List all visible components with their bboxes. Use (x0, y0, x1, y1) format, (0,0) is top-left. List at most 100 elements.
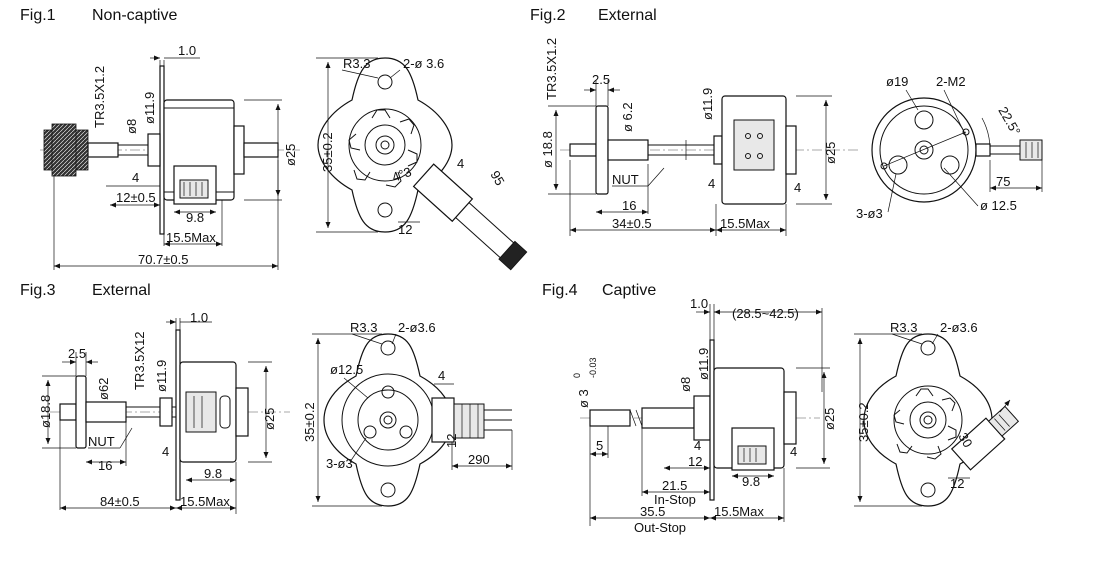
fig1-dim-4b: 4 (457, 156, 464, 171)
fig2-dim-4a: 4 (708, 176, 715, 191)
fig2-dim-nut: NUT (612, 172, 639, 187)
fig1-side-view: 1.0 TR3.5X1.2 ø8 ø11.9 ø25 4 12±0.5 9.8 … (40, 43, 300, 270)
fig4-dim-355: 35.5 (640, 504, 665, 519)
fig4-dim-outstop: Out-Stop (634, 520, 686, 535)
fig1-dim-35: 35±0.2 (320, 132, 335, 172)
fig2-dim-d62: ø 6.2 (620, 102, 635, 132)
fig1-dim-12b: 12 (398, 222, 412, 237)
fig2-dim-holes: 3-ø3 (856, 206, 883, 221)
fig2-dim-m2: 2-M2 (936, 74, 966, 89)
fig4-dim-d3: ø 3 (576, 389, 591, 408)
fig3-dim-25: 2.5 (68, 346, 86, 361)
fig2: Fig.2 External 2.5 TR3.5X1.2 ø 6 (530, 7, 1043, 236)
fig2-dim-d25: ø25 (823, 142, 838, 164)
fig3-dim-84: 84±0.5 (100, 494, 140, 509)
fig3-dim-16: 16 (98, 458, 112, 473)
fig3-dim-d125: ø12.5 (330, 362, 363, 377)
fig3-dim-290: 290 (468, 452, 490, 467)
fig3-dim-d62: ø62 (96, 378, 111, 400)
fig2-dim-16: 16 (622, 198, 636, 213)
fig2-dim-75: 75 (996, 174, 1010, 189)
fig2-label: Fig.2 (530, 7, 566, 24)
fig2-side-view: 2.5 TR3.5X1.2 ø 6.2 ø 18.8 ø11.9 ø25 NUT… (540, 38, 860, 236)
fig4-dim-d119: ø11.9 (696, 348, 711, 380)
fig3-dim-holes3: 3-ø3 (326, 456, 353, 471)
fig3-dim-12: 12 (444, 434, 459, 448)
fig1-dim-d8: ø8 (124, 119, 139, 134)
fig1-dim-707: 70.7±0.5 (138, 252, 189, 267)
fig4-dim-d8: ø8 (678, 377, 693, 392)
fig1-dim-flange: 1.0 (178, 43, 196, 58)
fig4-dim-5: 5 (596, 438, 603, 453)
fig1-label: Fig.1 (20, 7, 56, 24)
fig4-dim-12b: 12 (950, 476, 964, 491)
fig3-dim-flange: 1.0 (190, 310, 208, 325)
fig2-dim-155: 15.5Max (720, 216, 770, 231)
fig4-title: Captive (602, 282, 656, 299)
fig1-dim-d11: ø11.9 (142, 92, 157, 124)
fig3-dim-r33: R3.3 (350, 320, 377, 335)
fig3-dim-d119: ø11.9 (154, 360, 169, 392)
fig4-dim-12: 12 (688, 454, 702, 469)
fig4-tol-lower: -0.03 (588, 357, 598, 378)
fig3-dim-d188: ø18.8 (38, 395, 53, 428)
fig2-front-view: ø19 2-M2 22.5° 75 ø 12.5 3-ø3 (856, 74, 1043, 221)
fig1-dim-98: 9.8 (186, 210, 204, 225)
fig4-dim-d25: ø25 (822, 408, 837, 430)
fig4-dim-30: 30 (955, 430, 975, 450)
fig4-dim-155: 15.5Max (714, 504, 764, 519)
fig2-dim-d119: ø11.9 (700, 88, 715, 120)
fig3-dim-155: 15.5Max (180, 494, 230, 509)
fig3-dim-d25: ø25 (262, 408, 277, 430)
fig3-side-view: 1.0 TR3.5X12 2.5 ø62 ø11.9 ø18.8 NUT 16 … (38, 310, 290, 514)
fig2-dim-d19: ø19 (886, 74, 908, 89)
fig3-label: Fig.3 (20, 282, 56, 299)
fig2-dim-d125: ø 12.5 (980, 198, 1017, 213)
fig1-dim-155: 15.5Max (166, 230, 216, 245)
fig4-dim-instop: In-Stop (654, 492, 696, 507)
fig2-dim-d188: ø 18.8 (540, 131, 555, 168)
fig4-dim-4a: 4 (694, 438, 701, 453)
fig1: Fig.1 Non-captive (20, 7, 528, 271)
fig2-dim-thread: TR3.5X1.2 (544, 38, 559, 100)
fig3-dim-4b: 4 (438, 368, 445, 383)
fig2-dim-4b: 4 (794, 180, 801, 195)
fig4-dim-35: 35±0.2 (856, 402, 871, 442)
fig4-dim-r33: R3.3 (890, 320, 917, 335)
fig4-side-view: 1.0 (28.5~42.5) ø 3 0 -0.03 ø8 ø11.9 ø25… (572, 296, 837, 535)
fig4-dim-98: 9.8 (742, 474, 760, 489)
fig4-front-view: R3.3 2-ø3.6 35±0.2 30 12 (854, 320, 1020, 507)
fig4-dim-stroke: (28.5~42.5) (732, 306, 799, 321)
fig3-dim-holes2: 2-ø3.6 (398, 320, 436, 335)
fig2-dim-angle: 22.5° (995, 104, 1023, 138)
fig2-title: External (598, 7, 657, 24)
fig4-tol-upper: 0 (572, 373, 582, 378)
fig3-dim-4: 4 (162, 444, 169, 459)
fig1-dim-4: 4 (132, 170, 139, 185)
fig4-dim-holes: 2-ø3.6 (940, 320, 978, 335)
fig1-dim-95: 95 (487, 168, 507, 188)
fig2-dim-34: 34±0.5 (612, 216, 652, 231)
fig3-dim-nut: NUT (88, 434, 115, 449)
fig3-title: External (92, 282, 151, 299)
fig4: Fig.4 Captive 1.0 (28.5~42.5) ø 3 (542, 282, 1020, 535)
fig3-dim-thread: TR3.5X12 (132, 331, 147, 390)
fig4-dim-flange: 1.0 (690, 296, 708, 311)
fig1-dim-12: 12±0.5 (116, 190, 156, 205)
fig1-dim-angle: 4°3 (390, 164, 414, 185)
fig3: Fig.3 External 1.0 TR3.5X12 (20, 282, 513, 514)
fig3-dim-98: 9.8 (204, 466, 222, 481)
fig1-title: Non-captive (92, 7, 177, 24)
fig3-front-view: R3.3 2-ø3.6 ø12.5 35±0.2 4 12 290 3-ø3 (302, 320, 513, 507)
fig2-dim-25: 2.5 (592, 72, 610, 87)
fig4-label: Fig.4 (542, 282, 578, 299)
fig1-dim-r33: R3.3 (343, 56, 370, 71)
fig4-dim-215: 21.5 (662, 478, 687, 493)
fig1-dim-thread: TR3.5X1.2 (92, 66, 107, 128)
fig1-dim-d25: ø25 (283, 144, 298, 166)
fig4-dim-4b: 4 (790, 444, 797, 459)
fig1-front-view: R3.3 2-ø 3.6 35±0.2 4 95 12 4°3 (316, 56, 528, 271)
fig3-dim-35: 35±0.2 (302, 402, 317, 442)
fig1-dim-holes: 2-ø 3.6 (403, 56, 444, 71)
